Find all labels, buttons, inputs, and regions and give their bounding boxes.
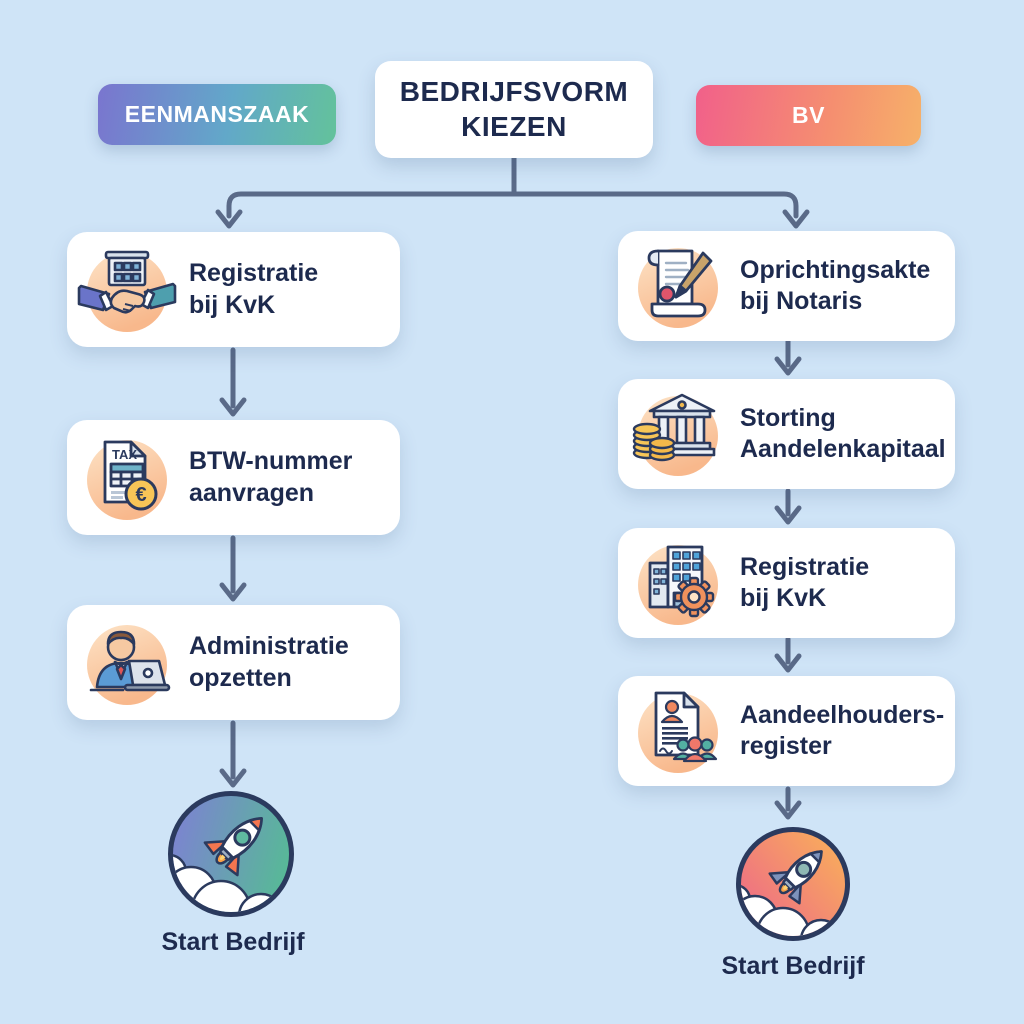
branch-label-eenmanszaak-text: EENMANSZAAK (124, 101, 310, 127)
step-label: Aandeelhouders- register (740, 700, 944, 763)
step-label: BTW-nummer aanvragen (189, 446, 352, 509)
step-label-line2: bij Notaris (740, 287, 863, 315)
start-node-left (168, 791, 294, 917)
start-label-text: Start Bedrijf (721, 952, 865, 980)
step-card-aandeelhoudersregister: Aandeelhouders- register (618, 676, 955, 786)
step-label-line2: opzetten (189, 663, 292, 692)
step-label-line2: aanvragen (189, 478, 315, 507)
step-label-line1: Aandeelhouders- (740, 700, 945, 729)
step-label-line2: register (740, 732, 832, 760)
step-label-line1: Registratie (189, 259, 319, 287)
step-label-line2: Aandelenkapitaal (740, 435, 946, 463)
step-card-btw-nummer: TAX € BTW-nummer aanvragen (67, 420, 400, 535)
root-node-bedrijfsvorm-kiezen: BEDRIJFSVORM KIEZEN (375, 61, 653, 158)
svg-text:TAX: TAX (112, 447, 137, 462)
step-card-storting-aandelenkapitaal: Storting Aandelenkapitaal (618, 379, 955, 489)
step-label: Registratie bij KvK (740, 552, 869, 615)
bank-coins-icon (630, 386, 726, 482)
step-label-line2: bij KvK (189, 290, 276, 319)
start-label-text: Start Bedrijf (161, 928, 305, 956)
step-card-registratie-kvk-right: Registratie bij KvK (618, 528, 955, 638)
step-label: Administratie opzetten (189, 631, 349, 694)
rocket-launch-icon (173, 817, 284, 912)
start-label-right: Start Bedrijf (653, 952, 933, 981)
branch-label-eenmanszaak: EENMANSZAAK (98, 84, 336, 145)
start-node-right (736, 827, 850, 941)
step-label-line1: Registratie (740, 552, 870, 581)
person-laptop-icon (79, 615, 175, 711)
step-card-registratie-kvk-left: Registratie bij KvK (67, 232, 400, 347)
svg-text:€: € (135, 484, 146, 506)
step-label-line1: Storting (740, 403, 836, 432)
shareholder-register-icon (630, 683, 726, 779)
rocket-launch-icon (741, 850, 842, 936)
step-label: Oprichtingsakte bij Notaris (740, 255, 930, 318)
step-card-oprichtingsakte: Oprichtingsakte bij Notaris (618, 231, 955, 341)
tax-document-euro-icon: TAX € (79, 430, 175, 526)
root-title-line1: BEDRIJFSVORM (399, 76, 629, 108)
start-label-left: Start Bedrijf (93, 928, 373, 957)
building-gear-icon (630, 535, 726, 631)
step-label-line1: BTW-nummer (189, 447, 353, 475)
step-label-line1: Oprichtingsakte (740, 255, 931, 284)
step-label-line2: bij KvK (740, 584, 827, 612)
branch-label-bv: BV (696, 85, 921, 146)
step-label-line1: Administratie (189, 632, 349, 660)
step-card-administratie: Administratie opzetten (67, 605, 400, 720)
root-title-line2: KIEZEN (461, 110, 567, 142)
branch-label-bv-text: BV (792, 102, 825, 128)
notary-deed-pen-icon (630, 238, 726, 334)
handshake-building-icon (77, 242, 177, 338)
step-label: Storting Aandelenkapitaal (740, 403, 946, 466)
step-label: Registratie bij KvK (189, 258, 318, 321)
